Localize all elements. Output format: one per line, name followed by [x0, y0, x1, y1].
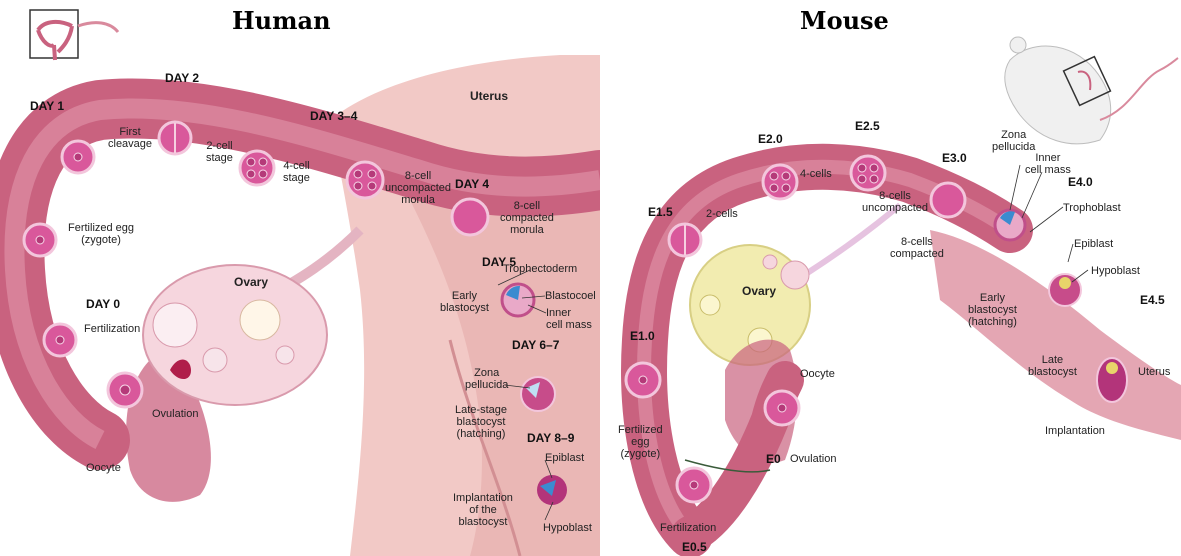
human-day4-label: DAY 4 — [455, 178, 489, 190]
mouse-title: Mouse — [800, 6, 889, 35]
human-day1-label: DAY 1 — [30, 100, 64, 112]
human-fertilization-cell — [44, 324, 76, 356]
human-epiblast-label: Epiblast — [545, 452, 584, 464]
mouse-eight-cell-compacted — [931, 183, 965, 217]
mouse-oocyte-cell — [765, 391, 799, 425]
human-early-blastocyst — [502, 284, 534, 316]
mouse-e0-5-label: E0.5 — [682, 541, 707, 553]
human-eight-cell-compacted-label: 8-cell compacted morula — [500, 200, 554, 236]
human-title: Human — [232, 6, 331, 35]
mouse-eight-cells-uncompacted-label: 8-cells uncompacted — [862, 190, 928, 214]
human-day8-9-label: DAY 8–9 — [527, 432, 574, 444]
human-zygote-cell — [24, 224, 56, 256]
human-zona-pellucida-label: Zona pellucida — [465, 367, 508, 391]
mouse-eight-cell-uncompacted — [851, 156, 885, 190]
human-fertilization-label: Fertilization — [84, 323, 140, 335]
mouse-early-blastocyst — [995, 210, 1025, 240]
mouse-e2-5-label: E2.5 — [855, 120, 880, 132]
human-hypoblast-label: Hypoblast — [543, 522, 592, 534]
human-early-blastocyst-label: Early blastocyst — [440, 290, 489, 314]
mouse-fertilized-egg-label: Fertilized egg (zygote) — [618, 424, 663, 460]
mouse-uterus-shape — [930, 230, 1181, 440]
mouse-eight-cells-compacted-label: 8-cells compacted — [890, 236, 944, 260]
human-fertilized-egg-label: Fertilized egg (zygote) — [68, 222, 134, 246]
human-inner-cell-mass-label: Inner cell mass — [546, 307, 592, 331]
human-four-cell-label: 4-cell stage — [283, 160, 310, 184]
human-day0-label: DAY 0 — [86, 298, 120, 310]
human-day6-7-label: DAY 6–7 — [512, 339, 559, 351]
mouse-epiblast-label: Epiblast — [1074, 238, 1113, 250]
mouse-implantation-label: Implantation — [1045, 425, 1105, 437]
mouse-e3-0-label: E3.0 — [942, 152, 967, 164]
mouse-four-cells-label: 4-cells — [800, 168, 832, 180]
human-first-cleavage-label: First cleavage — [108, 126, 152, 150]
mouse-trophoblast-label: Trophoblast — [1063, 202, 1121, 214]
mouse-fertilization-label: Fertilization — [660, 522, 716, 534]
mouse-e1-5-label: E1.5 — [648, 206, 673, 218]
mouse-late-blastocyst-label: Late blastocyst — [1028, 354, 1077, 378]
mouse-implanting-blastocyst — [1097, 358, 1127, 402]
human-two-cell-label: 2-cell stage — [206, 140, 233, 164]
mouse-early-blastocyst-label: Early blastocyst (hatching) — [968, 292, 1017, 328]
mouse-two-cells-label: 2-cells — [706, 208, 738, 220]
human-blastocoel-label: Blastocoel — [545, 290, 596, 302]
mouse-inner-cell-mass-label: Inner cell mass — [1025, 152, 1071, 176]
human-eight-cell-compacted — [452, 199, 488, 235]
mouse-ovulation-label: Ovulation — [790, 453, 836, 465]
mouse-uterus-label: Uterus — [1138, 366, 1170, 378]
human-ovulation-label: Ovulation — [152, 408, 198, 420]
human-oocyte-cell — [108, 373, 142, 407]
human-eight-cell-uncompacted-label: 8-cell uncompacted morula — [385, 170, 451, 206]
mouse-panel: Mouse E2.0 E2.5 E3.0 E1.5 E4.0 E4.5 E1.0… — [600, 0, 1181, 556]
human-day2-label: DAY 2 — [165, 72, 199, 84]
mouse-e0-label: E0 — [766, 453, 781, 465]
mouse-anatomy-illustration — [600, 0, 1181, 556]
mouse-four-cell — [763, 165, 797, 199]
mouse-fertilization-cell — [677, 468, 711, 502]
human-two-cell-stage — [159, 122, 191, 154]
mouse-e4-0-label: E4.0 — [1068, 176, 1093, 188]
human-uterus-label: Uterus — [470, 90, 508, 102]
mouse-two-cell — [669, 224, 701, 256]
mouse-e2-0-label: E2.0 — [758, 133, 783, 145]
mouse-zona-pellucida-label: Zona pellucida — [992, 129, 1035, 153]
mouse-zygote-cell — [626, 363, 660, 397]
human-trophectoderm-label: Trophectoderm — [503, 263, 577, 275]
mouse-e4-5-label: E4.5 — [1140, 294, 1165, 306]
mouse-oocyte-label: Oocyte — [800, 368, 835, 380]
mouse-ovary-label: Ovary — [742, 285, 776, 297]
human-panel: Human DAY 1 DAY 2 DAY 3–4 DAY 4 DAY 5 DA… — [0, 0, 600, 556]
human-ovary-label: Ovary — [234, 276, 268, 288]
human-four-cell-stage — [240, 151, 274, 185]
mouse-e1-0-label: E1.0 — [630, 330, 655, 342]
human-late-stage-blastocyst-label: Late-stage blastocyst (hatching) — [455, 404, 507, 440]
human-eight-cell-uncompacted — [347, 162, 383, 198]
human-implantation-label: Implantation of the blastocyst — [453, 492, 513, 528]
human-late-blastocyst — [521, 377, 555, 411]
human-oocyte-label: Oocyte — [86, 462, 121, 474]
human-first-cleavage-cell — [62, 141, 94, 173]
mouse-hypoblast-label: Hypoblast — [1091, 265, 1140, 277]
human-implanting-blastocyst — [537, 475, 567, 505]
human-day3-4-label: DAY 3–4 — [310, 110, 357, 122]
